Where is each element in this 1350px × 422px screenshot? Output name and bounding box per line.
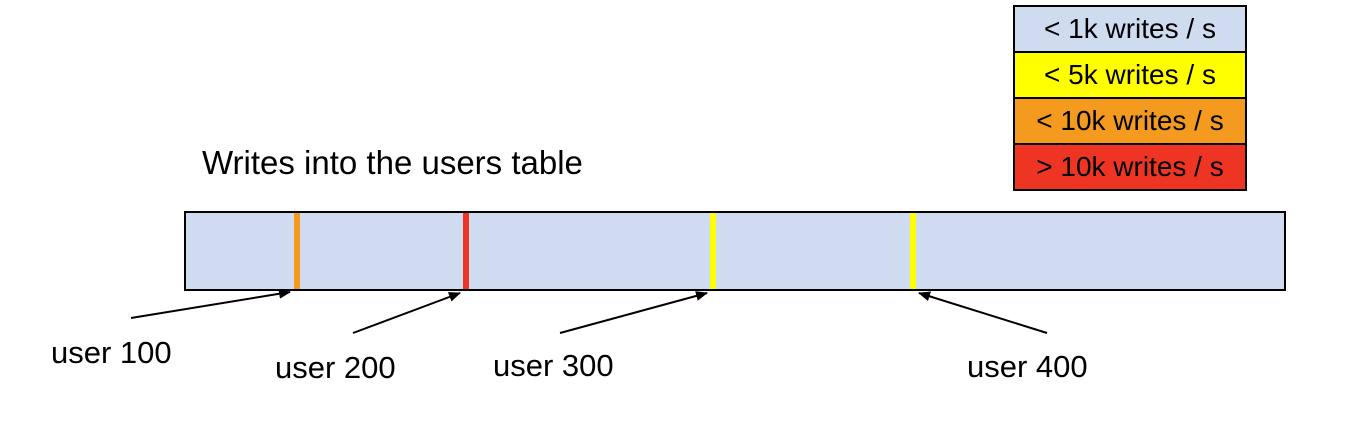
diagram-title: Writes into the users table [202, 144, 583, 181]
arrow-user-300 [559, 291, 708, 334]
label-user-300: user 300 [493, 348, 614, 383]
label-user-100: user 100 [51, 335, 172, 370]
label-user-400: user 400 [967, 349, 1088, 384]
hotspot-marker-user-300 [710, 213, 717, 289]
users-table-bar [184, 211, 1286, 291]
arrow-user-400 [918, 291, 1048, 334]
arrow-user-100 [130, 288, 291, 319]
legend-item-lt-5k: < 5k writes / s [1013, 51, 1247, 99]
legend: < 1k writes / s < 5k writes / s < 10k wr… [1013, 5, 1247, 191]
legend-item-gt-10k: > 10k writes / s [1013, 143, 1247, 191]
legend-item-lt-1k: < 1k writes / s [1013, 5, 1247, 53]
label-user-200: user 200 [275, 350, 396, 385]
hotspot-marker-user-100 [293, 213, 300, 289]
legend-item-lt-10k: < 10k writes / s [1013, 97, 1247, 145]
hotspot-marker-user-400 [909, 213, 916, 289]
hotspot-marker-user-200 [462, 213, 469, 289]
arrow-user-200 [352, 292, 461, 334]
